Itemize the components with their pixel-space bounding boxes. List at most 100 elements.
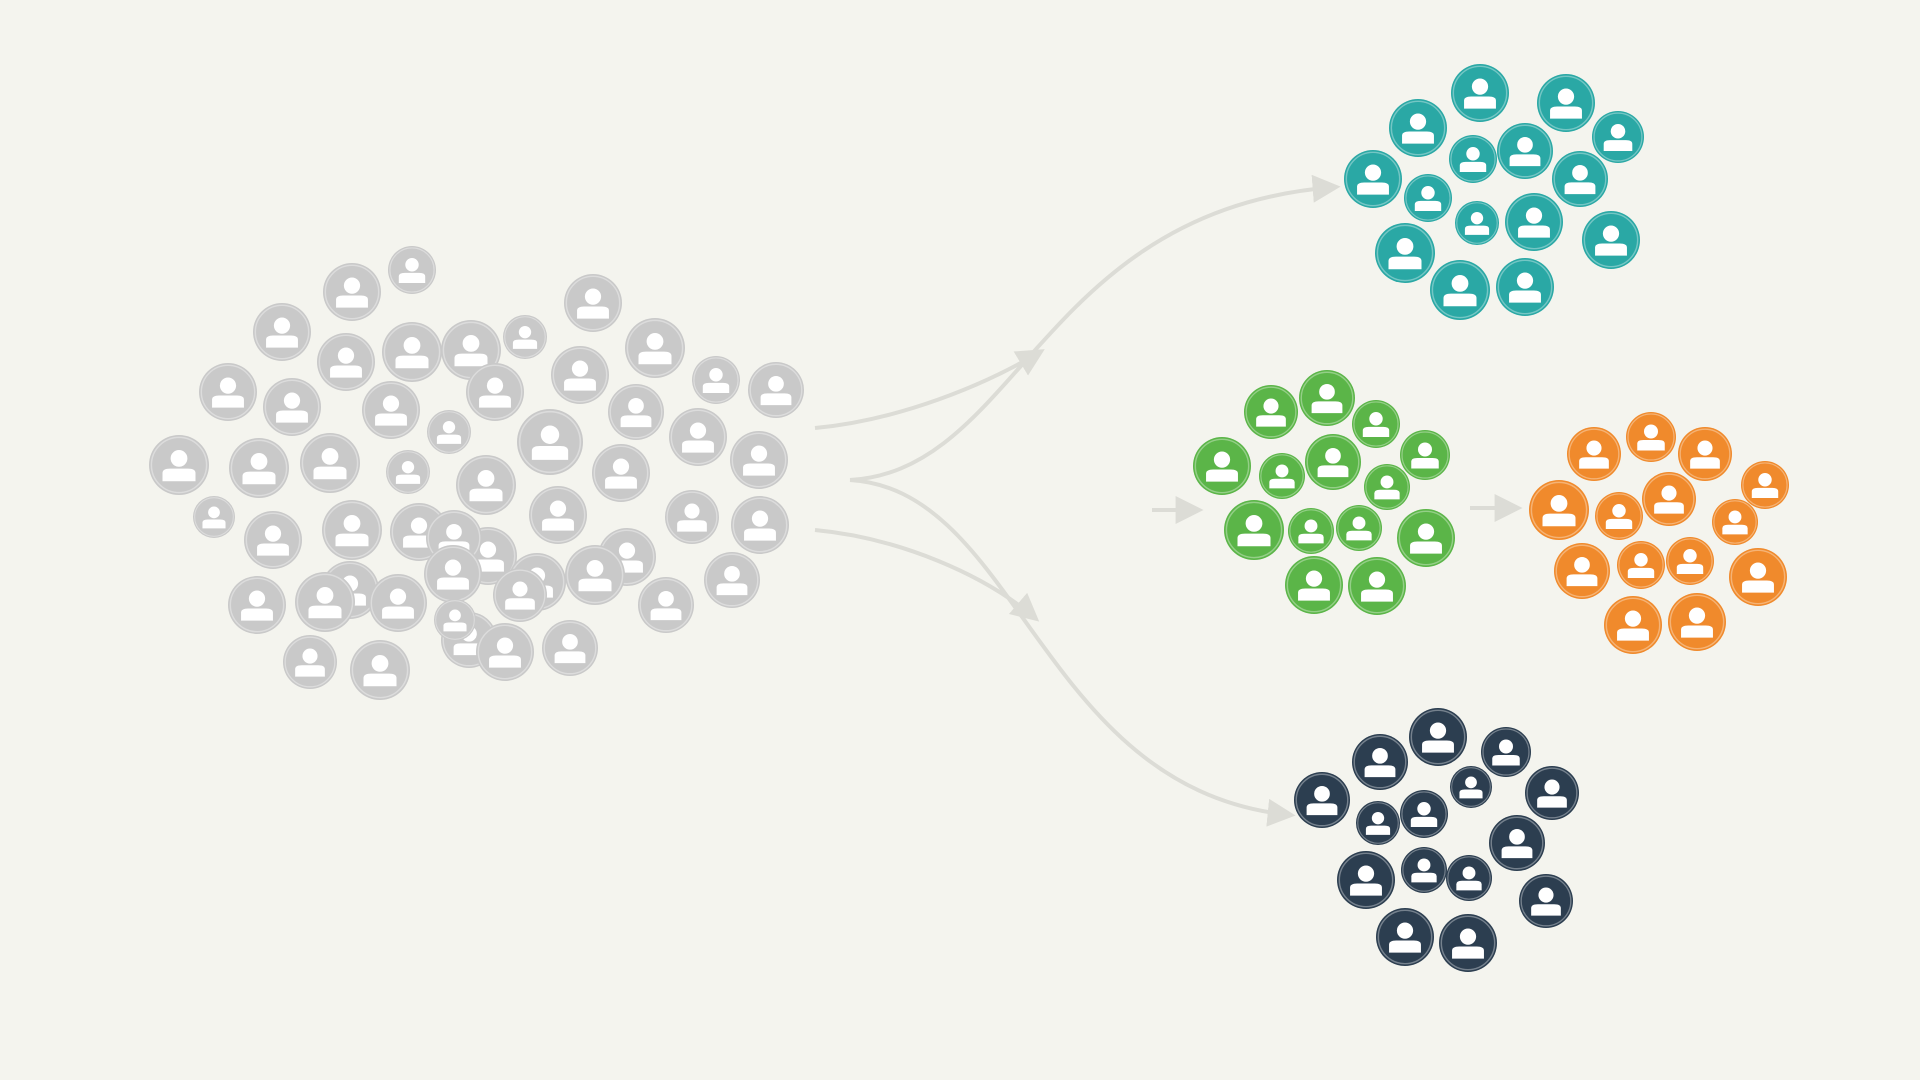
person-icon <box>517 409 583 475</box>
person-icon <box>1409 708 1467 766</box>
person-icon <box>1617 541 1665 589</box>
person-icon <box>1400 430 1450 480</box>
person-icon <box>1244 385 1298 439</box>
person-icon <box>456 455 516 515</box>
person-icon <box>625 318 685 378</box>
arrow-to-navy-segment <box>849 478 1296 827</box>
person-icon <box>1389 99 1447 157</box>
person-icon <box>1400 790 1448 838</box>
person-icon <box>1376 908 1434 966</box>
person-icon <box>1224 500 1284 560</box>
person-icon <box>386 450 430 494</box>
person-icon <box>362 381 420 439</box>
person-icon <box>1259 453 1305 499</box>
person-icon <box>1397 509 1455 567</box>
arrow-upper-short <box>814 349 1045 430</box>
segment-navy-cluster <box>1294 708 1579 972</box>
unsegmented-population-cluster <box>149 246 804 700</box>
person-icon <box>1336 505 1382 551</box>
person-icon <box>1439 914 1497 972</box>
person-icon <box>253 303 311 361</box>
person-icon <box>565 545 625 605</box>
person-icon <box>228 576 286 634</box>
person-icon <box>1567 427 1621 481</box>
person-icon <box>1554 543 1610 599</box>
person-icon <box>1455 201 1499 245</box>
person-icon <box>1344 150 1402 208</box>
segment-orange-cluster <box>1529 412 1789 654</box>
person-icon <box>1356 801 1400 845</box>
person-icon <box>704 552 760 608</box>
person-icon <box>427 410 471 454</box>
person-icon <box>1525 766 1579 820</box>
person-icon <box>1595 492 1643 540</box>
person-icon <box>1666 537 1714 585</box>
person-icon <box>1537 74 1595 132</box>
person-icon <box>1364 464 1410 510</box>
person-icon <box>1446 855 1492 901</box>
segment-teal-cluster <box>1344 64 1644 320</box>
person-icon <box>1430 260 1490 320</box>
person-icon <box>551 346 609 404</box>
person-icon <box>434 599 476 641</box>
person-icon <box>638 577 694 633</box>
person-icon <box>229 438 289 498</box>
person-icon <box>369 574 427 632</box>
person-icon <box>244 511 302 569</box>
person-icon <box>283 635 337 689</box>
person-icon <box>1285 556 1343 614</box>
person-icon <box>1552 151 1608 207</box>
person-icon <box>730 431 788 489</box>
person-icon <box>1299 370 1355 426</box>
person-icon <box>382 322 442 382</box>
person-icon <box>608 384 664 440</box>
segment-green-cluster <box>1193 370 1455 615</box>
person-icon <box>1288 508 1334 554</box>
person-icon <box>1481 727 1531 777</box>
person-icon <box>1348 557 1406 615</box>
person-icon <box>1497 123 1553 179</box>
person-icon <box>1489 815 1545 871</box>
flow-arrows <box>814 174 1523 827</box>
person-icon <box>317 333 375 391</box>
person-icon <box>1604 596 1662 654</box>
person-icon <box>1451 64 1509 122</box>
person-icon <box>1193 437 1251 495</box>
person-icon <box>665 490 719 544</box>
person-icon <box>1337 851 1395 909</box>
person-icon <box>424 545 482 603</box>
arrow-to-teal-segment <box>849 174 1341 482</box>
person-icon <box>748 362 804 418</box>
person-icon <box>300 433 360 493</box>
person-icon <box>542 620 598 676</box>
person-icon <box>1642 472 1696 526</box>
person-icon <box>731 496 789 554</box>
person-icon <box>1592 111 1644 163</box>
person-icon <box>1450 766 1492 808</box>
person-icon <box>1582 211 1640 269</box>
arrow-lower-short <box>814 528 1040 622</box>
person-icon <box>466 363 524 421</box>
person-icon <box>1352 734 1408 790</box>
person-icon <box>592 444 650 502</box>
person-icon <box>350 640 410 700</box>
person-icon <box>263 378 321 436</box>
person-icon <box>1668 593 1726 651</box>
person-icon <box>669 408 727 466</box>
person-icon <box>149 435 209 495</box>
person-icon <box>1505 193 1563 251</box>
person-icon <box>295 572 355 632</box>
person-icon <box>1401 847 1447 893</box>
person-icon <box>476 623 534 681</box>
person-icon <box>1729 548 1787 606</box>
person-icon <box>322 500 382 560</box>
person-icon <box>1375 223 1435 283</box>
person-icon <box>199 363 257 421</box>
person-icon <box>1519 874 1573 928</box>
person-icon <box>529 486 587 544</box>
person-icon <box>1678 427 1732 481</box>
person-icon <box>1352 400 1400 448</box>
person-icon <box>493 568 547 622</box>
person-icon <box>1449 135 1497 183</box>
